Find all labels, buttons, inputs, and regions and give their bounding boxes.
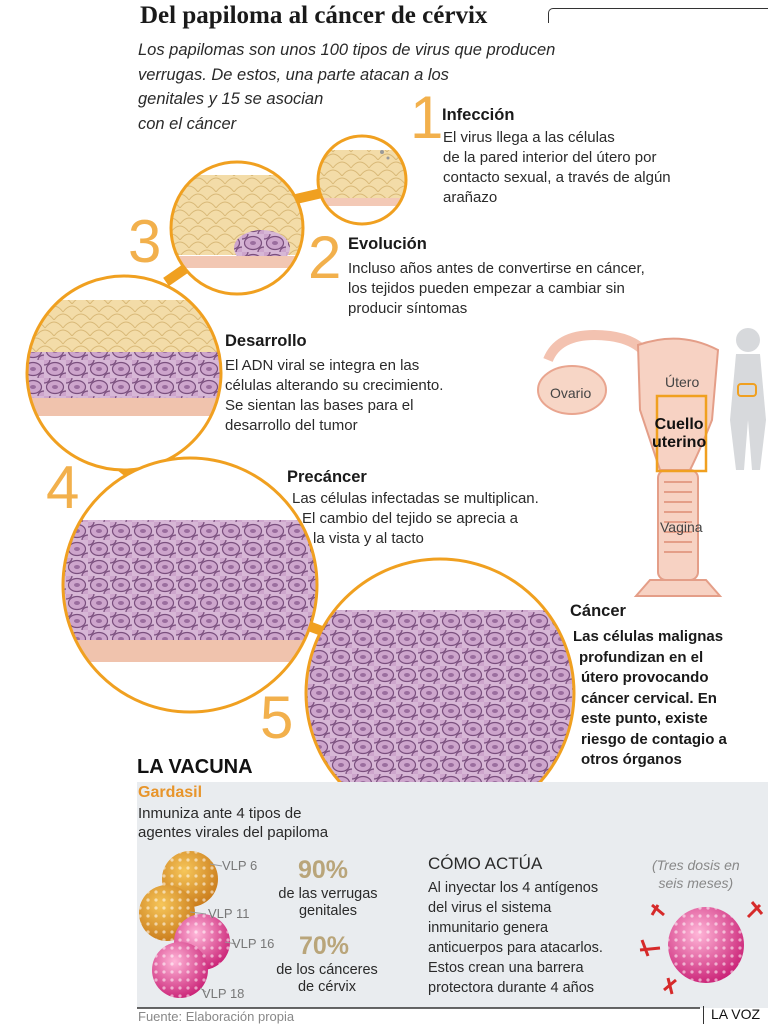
stage-2-desc: Incluso años antes de convertirse en cán… [348, 260, 645, 317]
vlp-label: VLP 11 [208, 906, 250, 921]
vaccine-panel [137, 782, 768, 1008]
stage-4-desc: Las células infectadas se multiplican. E… [292, 490, 539, 547]
title-rule [548, 8, 768, 23]
stat-70-value: 70% [299, 932, 350, 960]
intro-line: genitales y 15 se asocian [138, 90, 324, 108]
stage-3-illustration [27, 276, 221, 470]
intro-line: Los papilomas son unos 100 tipos de viru… [138, 41, 556, 59]
page-title: Del papiloma al cáncer de cérvix [140, 2, 488, 29]
stage-5-desc: Las células malignas profundizan en el ú… [573, 628, 727, 768]
woman-silhouette [730, 328, 766, 470]
label-vagina: Vagina [660, 519, 703, 535]
stage-4-illustration [63, 458, 317, 712]
stage-1-illustration [318, 136, 406, 224]
stat-90-desc: de las verrugas genitales [278, 886, 378, 919]
stage-4-title: Precáncer [287, 468, 367, 486]
intro-text: Los papilomas son unos 100 tipos de viru… [138, 38, 638, 136]
label-utero: Útero [665, 374, 700, 390]
vlp-label: VLP 18 [202, 986, 245, 1001]
stage-2-title: Evolución [348, 235, 427, 253]
intro-line: verrugas. De estos, una parte atacan a l… [138, 65, 449, 84]
vlp-label: VLP 16 [232, 936, 275, 951]
stage-2-number: 2 [308, 224, 342, 291]
stage-3-title: Desarrollo [225, 332, 307, 350]
vlp-label: VLP 6 [222, 858, 258, 873]
uterus-diagram [537, 330, 723, 597]
stat-90-value: 90% [298, 856, 349, 884]
vaccine-name: Gardasil [138, 784, 203, 801]
brand-logo: LA VOZ [703, 1006, 760, 1024]
stage-1-number: 1 [410, 84, 444, 151]
virus-particles [139, 851, 764, 998]
stage-1-title: Infección [442, 106, 515, 124]
label-ovario: Ovario [550, 385, 592, 401]
stage-5-title: Cáncer [570, 602, 626, 620]
source-credit: Fuente: Elaboración propia [138, 1009, 295, 1024]
stage-3-number: 3 [128, 208, 162, 275]
intro-line: con el cáncer [138, 114, 237, 133]
stage-2-illustration [171, 162, 303, 294]
stage-5-number: 5 [260, 684, 294, 751]
vaccine-heading: LA VACUNA [137, 756, 253, 778]
stage-4-number: 4 [46, 454, 80, 521]
how-it-works-title: CÓMO ACTÚA [428, 854, 543, 873]
stat-70-desc: de los cánceres de cérvix [276, 962, 378, 995]
